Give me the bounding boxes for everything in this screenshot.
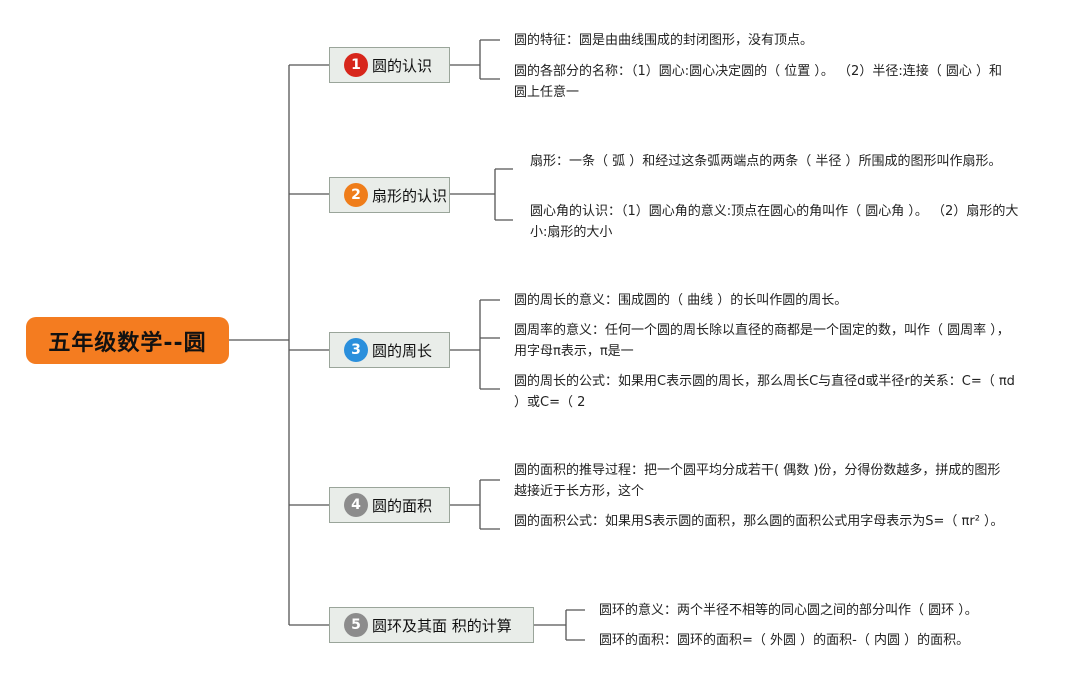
leaf-connector-2 <box>450 168 513 221</box>
topic-area[interactable]: 4 圆的面积 <box>329 487 450 523</box>
number-badge-icon: 2 <box>344 183 368 207</box>
number-badge-icon: 5 <box>344 613 368 637</box>
topic-annulus[interactable]: 5 圆环及其面 积的计算 <box>329 607 534 643</box>
detail-text: 圆的各部分的名称：（1）圆心:圆心决定圆的（ 位置 ）。 （2）半径:连接（ 圆… <box>514 64 1002 100</box>
leaf-connector-3 <box>450 299 500 390</box>
detail-text: 圆的面积公式：如果用S表示圆的面积，那么圆的面积公式用字母表示为S=（ πr² … <box>514 514 1004 529</box>
detail-text: 圆的面积的推导过程：把一个圆平均分成若干( 偶数 )份，分得份数越多，拼成的图形… <box>514 463 1001 499</box>
detail-text: 圆环的面积：圆环的面积=（ 外圆 ）的面积-（ 内圆 ）的面积。 <box>599 633 970 648</box>
topic-circumference[interactable]: 3 圆的周长 <box>329 332 450 368</box>
topic-label: 扇形的认识 <box>372 186 448 205</box>
topic-label: 圆的认识 <box>372 56 433 75</box>
topic-circle-recognition[interactable]: 1 圆的认识 <box>329 47 450 83</box>
detail-text: 圆心角的认识：（1）圆心角的意义:顶点在圆心的角叫作（ 圆心角 ）。 （2）扇形… <box>530 204 1019 240</box>
topic-sector-recognition[interactable]: 2 扇形的认识 <box>329 177 450 213</box>
root-title: 五年级数学--圆 <box>48 330 207 356</box>
detail-text: 扇形：一条（ 弧 ）和经过这条弧两端点的两条（ 半径 ）所围成的图形叫作扇形。 <box>530 154 1002 169</box>
detail-text: 圆的周长的意义：围成圆的（ 曲线 ）的长叫作圆的周长。 <box>514 293 848 308</box>
topic-label: 圆的面积 <box>372 496 433 515</box>
number-badge-icon: 3 <box>344 338 368 362</box>
leaf-connector-1 <box>450 39 500 80</box>
leaf-connector-4 <box>450 479 500 530</box>
detail-text: 圆的特征：圆是由曲线围成的封闭图形，没有顶点。 <box>514 33 814 48</box>
number-badge-icon: 1 <box>344 53 368 77</box>
detail-text: 圆环的意义：两个半径不相等的同心圆之间的部分叫作（ 圆环 ）。 <box>599 603 978 618</box>
detail-text: 圆周率的意义：任何一个圆的周长除以直径的商都是一个固定的数，叫作（ 圆周率 ），… <box>514 323 1010 359</box>
detail-text: 圆的周长的公式：如果用C表示圆的周长，那么周长C与直径d或半径r的关系：C=（ … <box>514 374 1015 410</box>
topic-label: 圆环及其面 积的计算 <box>372 616 512 635</box>
leaf-connector-5 <box>534 609 585 641</box>
root-topic[interactable]: 五年级数学--圆 <box>26 317 229 364</box>
number-badge-icon: 4 <box>344 493 368 517</box>
topic-label: 圆的周长 <box>372 341 433 360</box>
